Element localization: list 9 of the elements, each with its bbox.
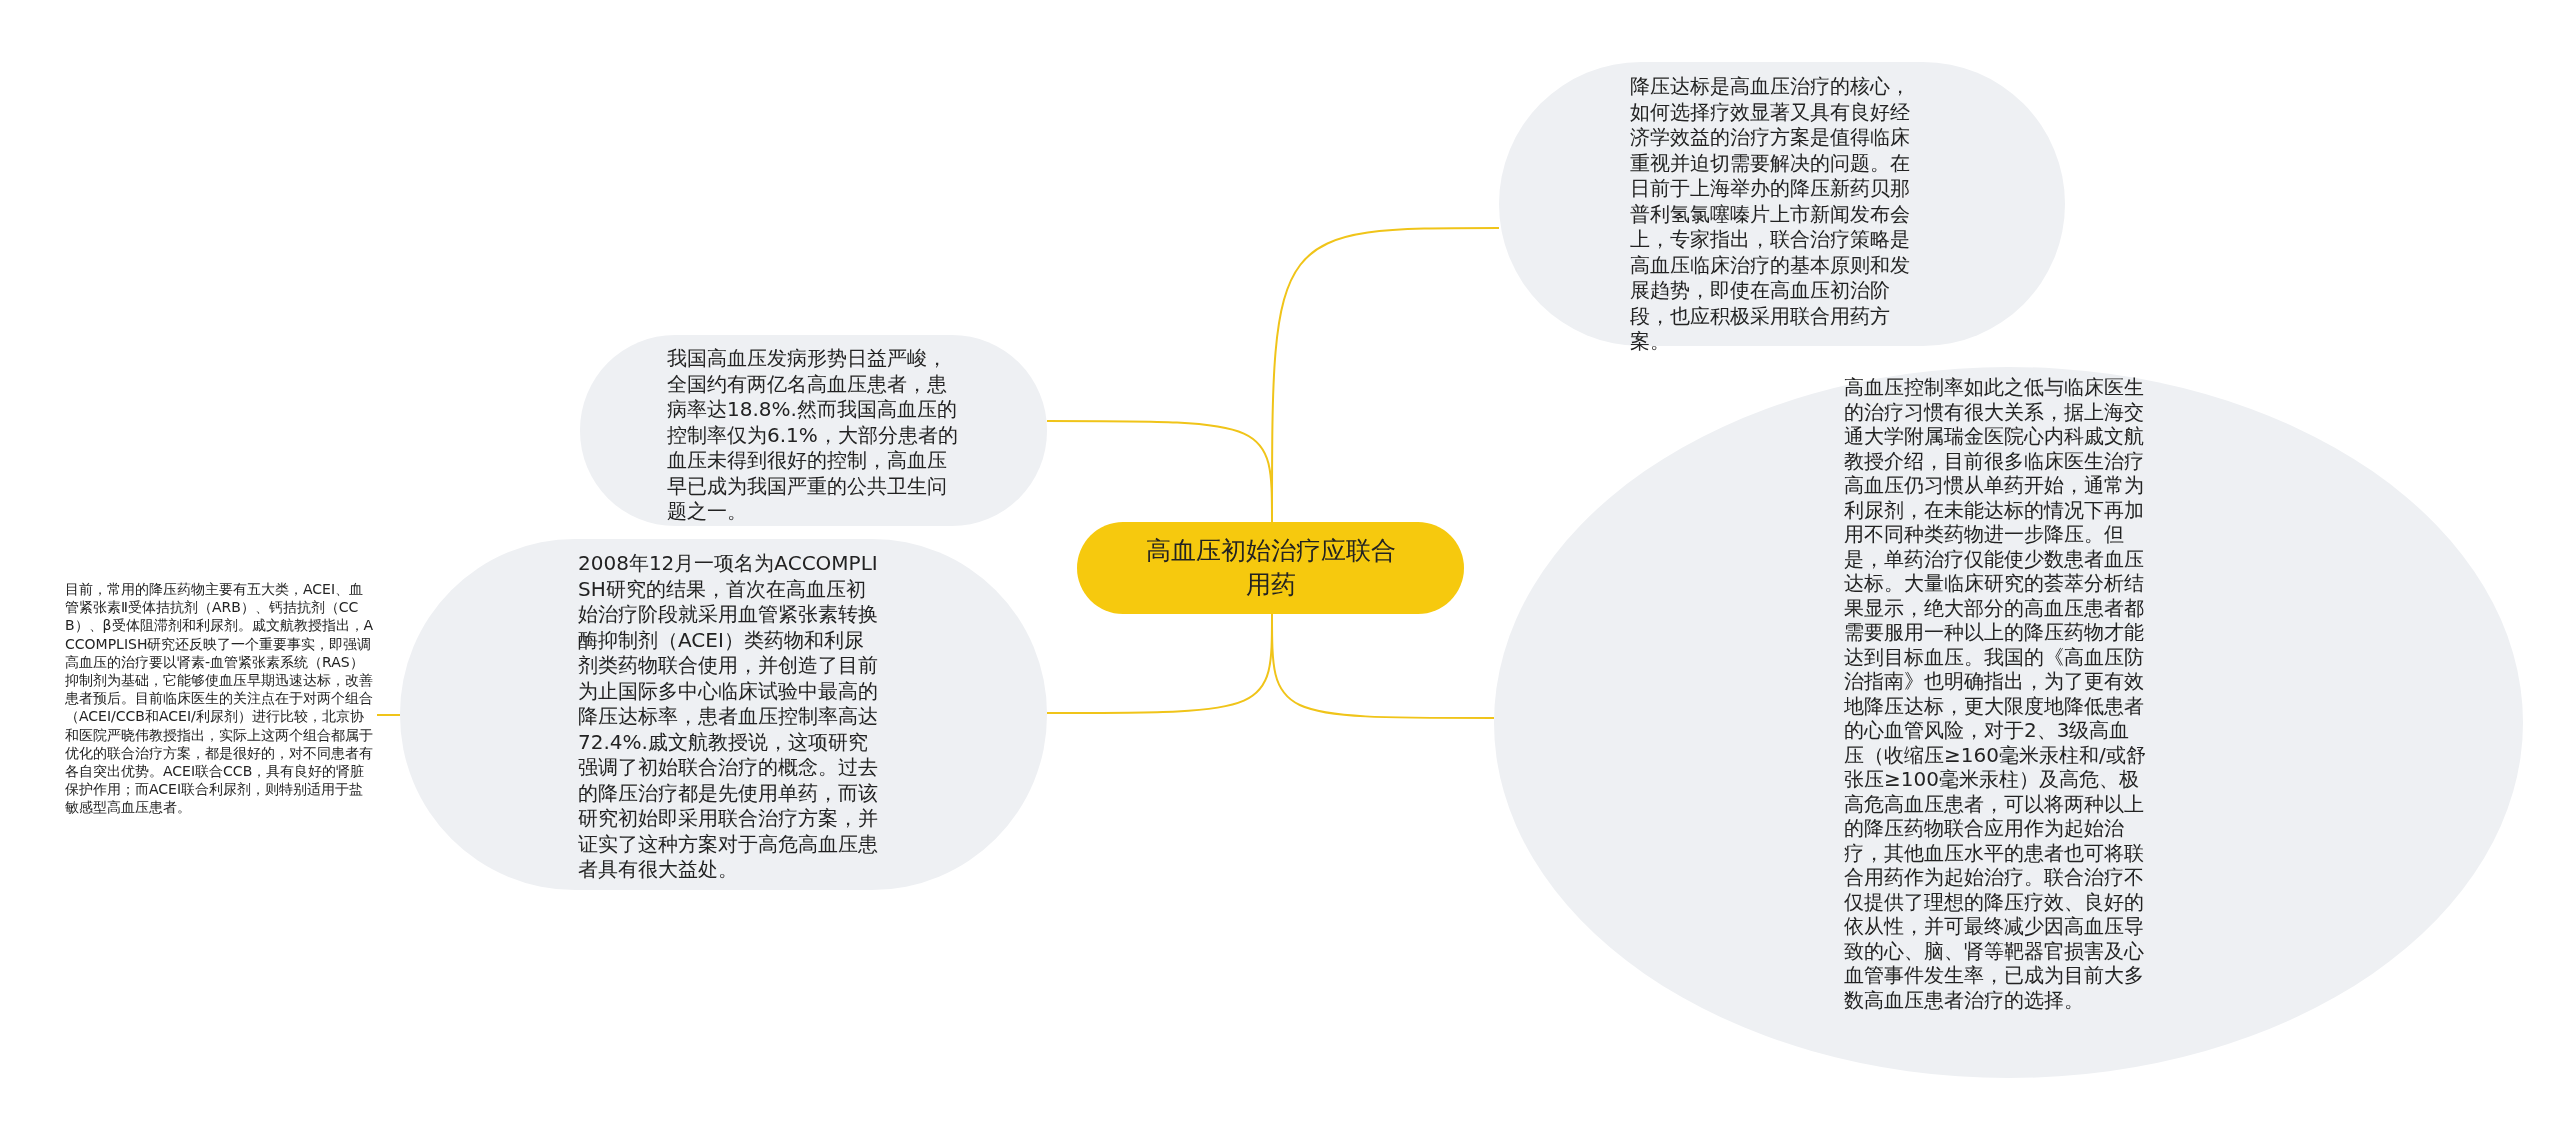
connector-line (376, 714, 401, 716)
topic-text: 我国高血压发病形势日益严峻，全国约有两亿名高血压患者，患病率达18.8%.然而我国高血压的控制率仅为6.1%，大部分患者的血压未得到很好的控制，高血压早已成为我国严重的公共卫生问题之一。 (667, 346, 959, 525)
topic-text: 高血压控制率如此之低与临床医生的治疗习惯有很大关系，据上海交通大学附属瑞金医院心内科戚文航教授介绍，目前很多临床医生治疗高血压仍习惯从单药开始，通常为利尿剂，在未能达标的情况下再加用不同种类药物进一步降压。但是，单药治疗仅能使少数患者血压达标。大量临床研究的荟萃分析结果显示，绝大部分的高血压患者都需要服用一种以上的降压药物才能达到目标血压。我国的《高血压防治指南》也明确指出，为了更有效地降压达标，更大限度地降低患者的心血管风险，对于2、3级高血压（收缩压≥160毫米汞柱和/或舒张压≥100毫米汞柱）及高危、极高危高血压患者，可以将两种以上的降压药物联合应用作为起始治疗，其他血压水平的患者也可将联合用药作为起始治疗。联合治疗不仅提供了理想的降压疗效、良好的依从性，并可最终减少因高血压导致的心、脑、肾等靶器官损害及心血管事件发生率，已成为目前大多数高血压患者治疗的选择。 (1844, 375, 2146, 1012)
topic-text: 2008年12月一项名为ACCOMPLISH研究的结果，首次在高血压初始治疗阶段就采用血管紧张素转换酶抑制剂（ACEI）类药物和利尿剂类药物联合使用，并创造了目前为止国际多中心临床试验中最高的降压达标率，患者血压控制率高达72.4%.戚文航教授说，这项研究强调了初始联合治疗的概念。过去的降压治疗都是先使用单药，而该研究初始即采用联合治疗方案，并证实了这种方案对于高危高血压患者具有很大益处。 (578, 551, 878, 883)
topic-text: 高血压初始治疗应联合用药 (1145, 535, 1396, 601)
connector-line (1271, 613, 1495, 719)
connector-line (1046, 420, 1273, 523)
note-text: 目前，常用的降压药物主要有五大类，ACEI、血管紧张素Ⅱ受体拮抗剂（ARB）、钙拮抗剂（CCB）、β受体阻滞剂和利尿剂。戚文航教授指出，ACCOMPLISH研究还反映了一个重要事实，即强调高血压的治疗要以肾素-血管紧张素系统（RAS）抑制剂为基础，它能够使血压早期迅速达标，改善患者预后。目前临床医生的关注点在于对两个组合（ACEI/CCB和ACEI/利尿剂）进行比较，北京协和医院严晓伟教授指出，实际上这两个组合都属于优化的联合治疗方案，都是很好的，对不同患者有各自突出优势。ACEI联合CCB，具有良好的肾脏保护作用；而ACEI联合利尿剂，则特别适用于盐敏感型高血压患者。 (65, 580, 377, 855)
topic-text: 降压达标是高血压治疗的核心，如何选择疗效显著又具有良好经济学效益的治疗方案是值得临床重视并迫切需要解决的问题。在日前于上海举办的降压新药贝那普利氢氯噻嗪片上市新闻发布会上，专家指出，联合治疗策略是高血压临床治疗的基本原则和发展趋势，即使在高血压初治阶段，也应积极采用联合用药方案。 (1630, 74, 1911, 355)
